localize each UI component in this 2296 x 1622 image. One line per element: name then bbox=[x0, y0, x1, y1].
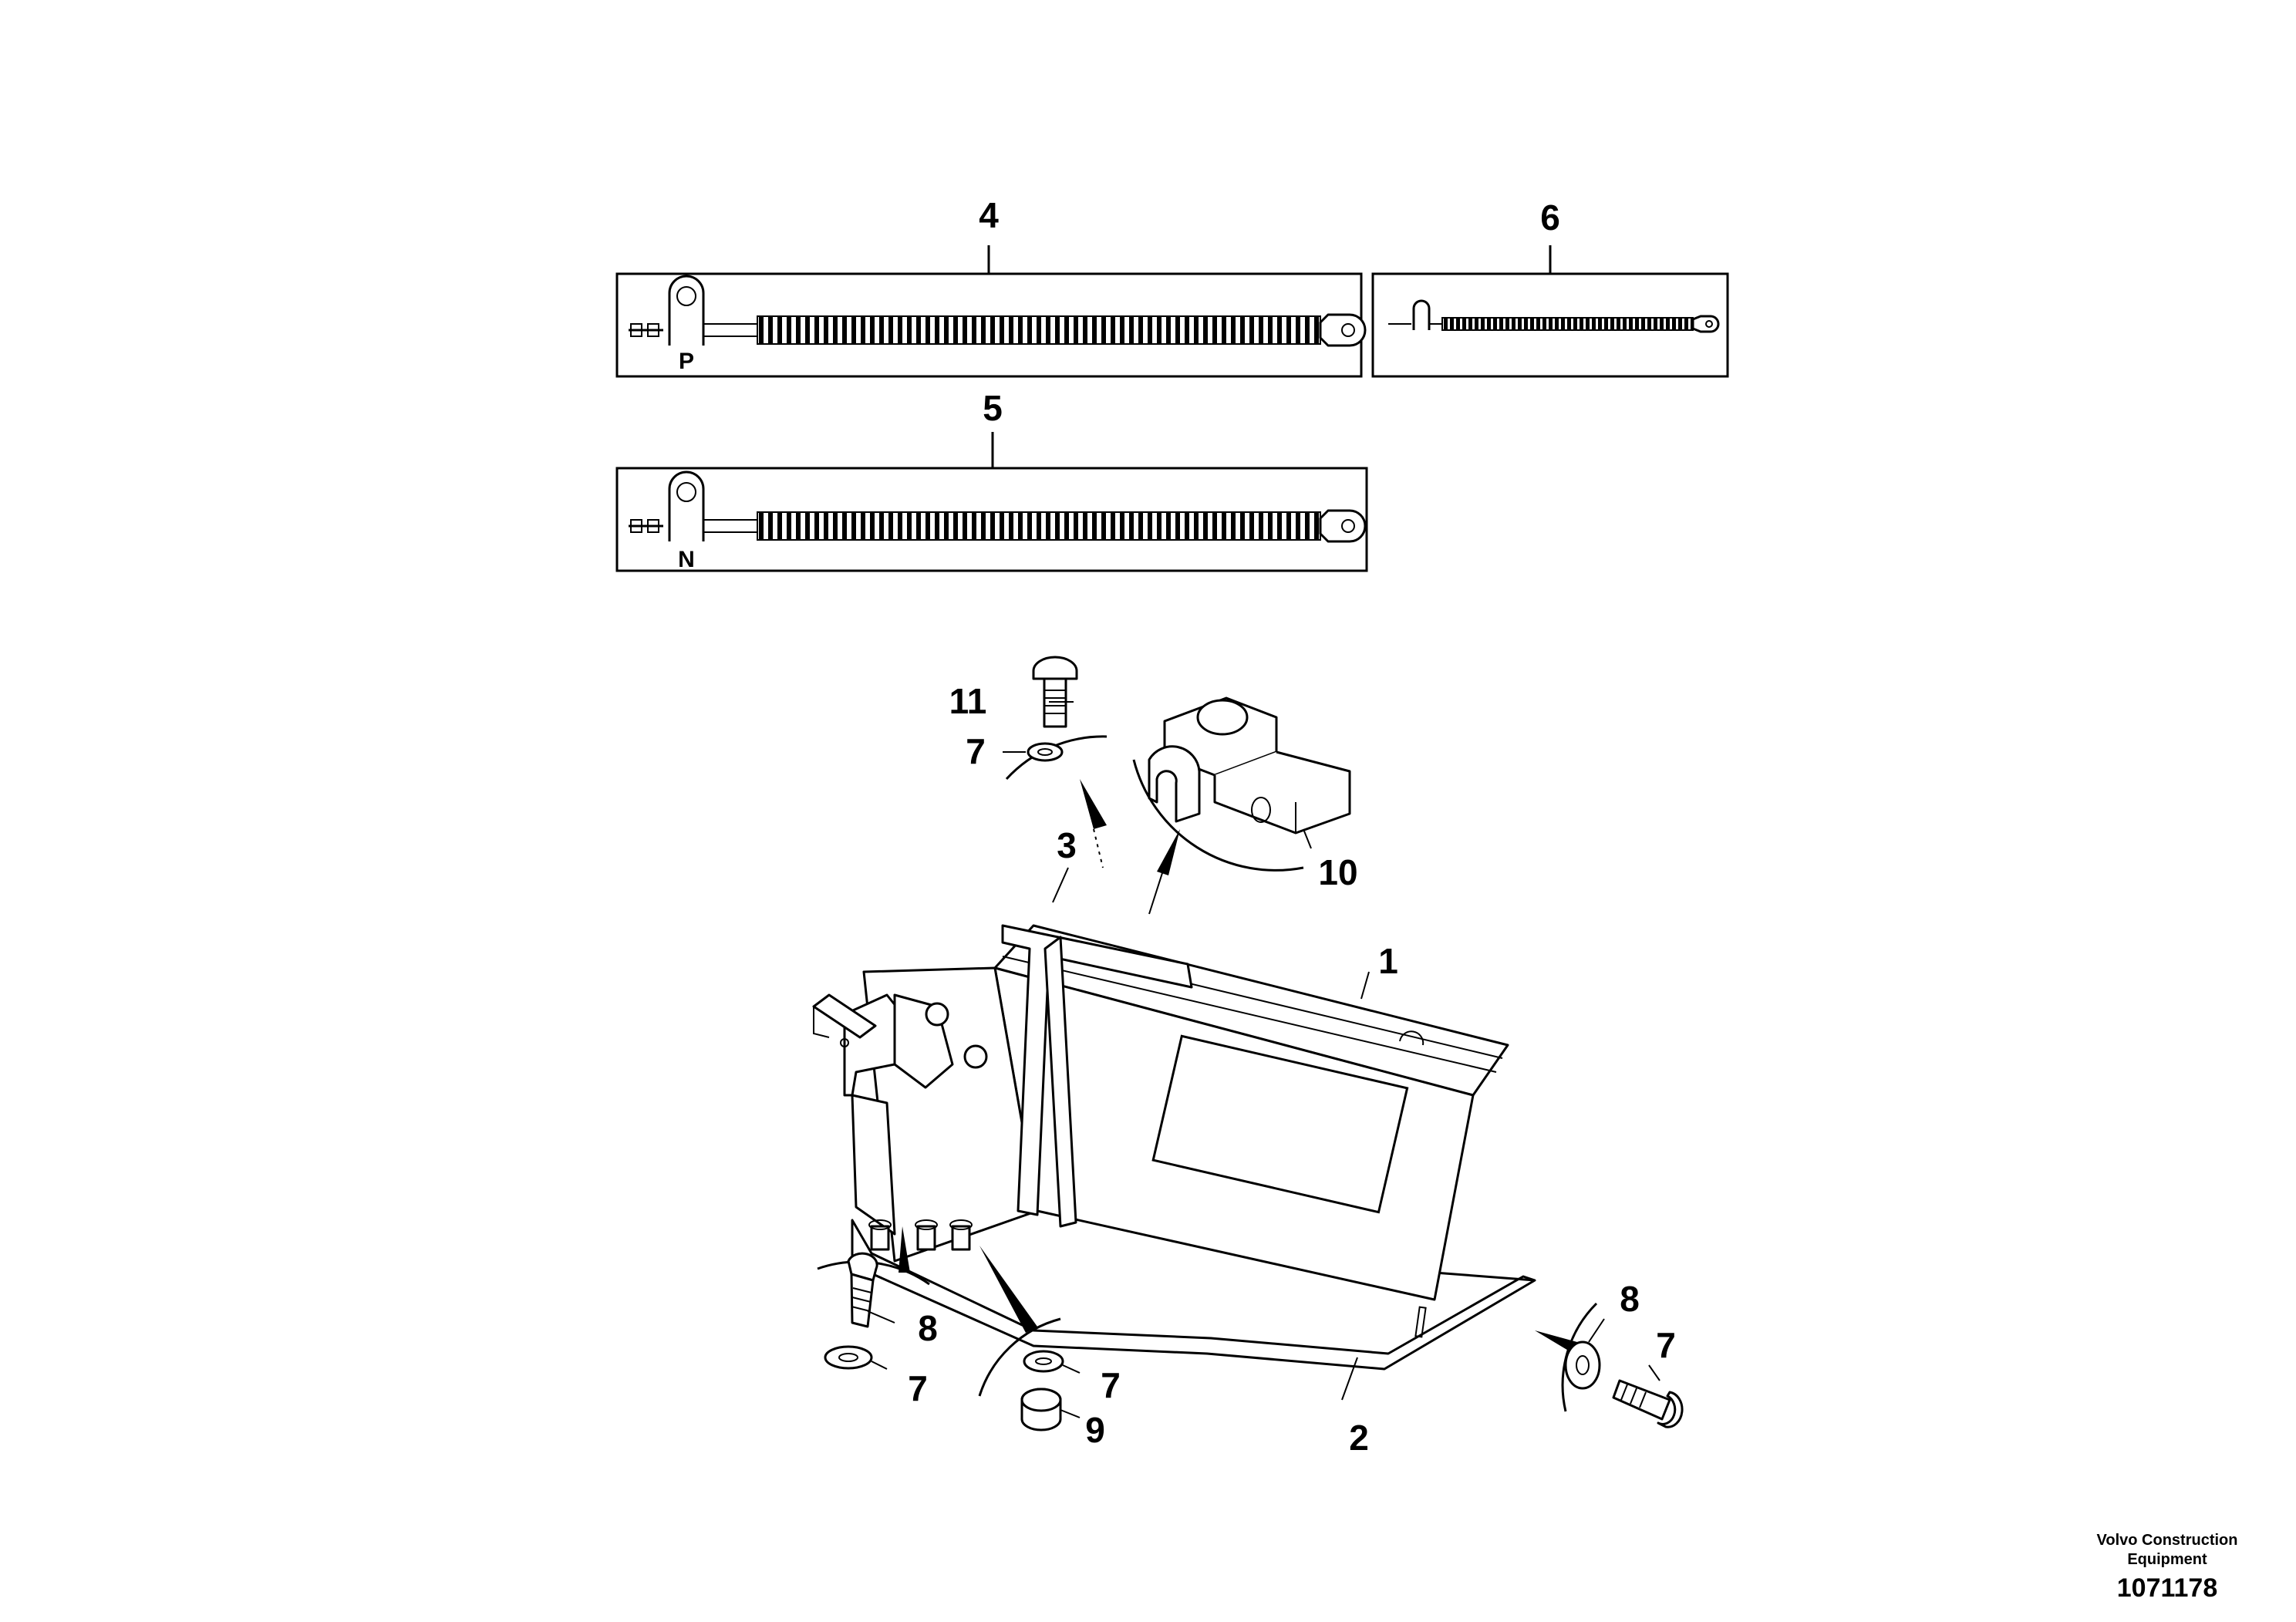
callout-11: 11 bbox=[949, 681, 987, 721]
callout-8-right: 8 bbox=[1620, 1279, 1640, 1319]
washer-7-left bbox=[824, 1345, 873, 1370]
callout-4: 4 bbox=[979, 195, 999, 235]
leader-arrow-top-right bbox=[1157, 829, 1180, 875]
battery-bracket bbox=[851, 1219, 1536, 1371]
cable-5-ring-lug-icon bbox=[1319, 509, 1367, 543]
callout-7-top: 7 bbox=[966, 731, 986, 771]
callout-1: 1 bbox=[1378, 941, 1398, 981]
cable-4-corrugated-sleeve bbox=[757, 315, 1321, 345]
nut-9 bbox=[1020, 1388, 1062, 1431]
leader-arrow-right bbox=[1535, 1330, 1577, 1354]
cable-6-panel bbox=[1371, 245, 1729, 378]
cable-5-panel: N bbox=[615, 432, 1368, 572]
company-caption: Volvo Construction Equipment bbox=[2075, 1531, 2260, 1570]
washer-8-right bbox=[1564, 1340, 1601, 1390]
callout-10: 10 bbox=[1318, 852, 1357, 892]
leader-arrow-top-left bbox=[1080, 779, 1107, 829]
cable-4-polarity-marker: P bbox=[679, 349, 694, 374]
bolt-11 bbox=[1032, 656, 1078, 728]
battery-hold-down-clamp bbox=[1001, 924, 1193, 1228]
detail-arc-top-right bbox=[1132, 759, 1304, 872]
figure-number: 1071178 bbox=[2116, 1573, 2218, 1603]
callout-5: 5 bbox=[983, 388, 1003, 428]
main-switch bbox=[812, 993, 988, 1236]
callout-3: 3 bbox=[1057, 825, 1077, 865]
detail-arc-bottom-middle bbox=[978, 1317, 1061, 1397]
bolt-7-right bbox=[1612, 1379, 1684, 1428]
leader-arrow-bottom-middle bbox=[979, 1246, 1037, 1333]
callout-8-left: 8 bbox=[918, 1308, 938, 1348]
battery-label-area bbox=[1151, 1034, 1409, 1214]
cable-6-terminal-icon bbox=[1388, 299, 1442, 330]
cable-4-ring-lug-icon bbox=[1319, 313, 1367, 347]
cable-terminal-10 bbox=[1148, 696, 1351, 835]
bolt-8-left bbox=[847, 1252, 878, 1328]
cable-5-terminal-icon bbox=[629, 470, 758, 541]
cable-6-corrugated-sleeve bbox=[1441, 317, 1694, 331]
cable-6-ring-lug-icon bbox=[1691, 315, 1720, 333]
bracket-mounting-hardware bbox=[868, 1219, 973, 1251]
cable-4-panel: P bbox=[615, 245, 1367, 378]
callout-2: 2 bbox=[1349, 1418, 1369, 1458]
company-line-2: Equipment bbox=[2127, 1551, 2207, 1568]
callout-7-middle: 7 bbox=[1101, 1365, 1121, 1405]
cable-4-terminal-icon bbox=[629, 275, 758, 346]
washer-7-middle bbox=[1023, 1350, 1064, 1373]
company-line-1: Volvo Construction bbox=[2096, 1532, 2238, 1549]
callout-7-right: 7 bbox=[1656, 1325, 1676, 1365]
callout-9: 9 bbox=[1085, 1410, 1105, 1450]
leader-arrow-bottom-left bbox=[899, 1226, 910, 1273]
cable-5-corrugated-sleeve bbox=[757, 511, 1321, 541]
callout-6: 6 bbox=[1540, 197, 1560, 238]
washer-7-top bbox=[1027, 742, 1064, 762]
callout-7-left: 7 bbox=[908, 1368, 928, 1408]
cable-5-polarity-marker: N bbox=[678, 547, 695, 572]
